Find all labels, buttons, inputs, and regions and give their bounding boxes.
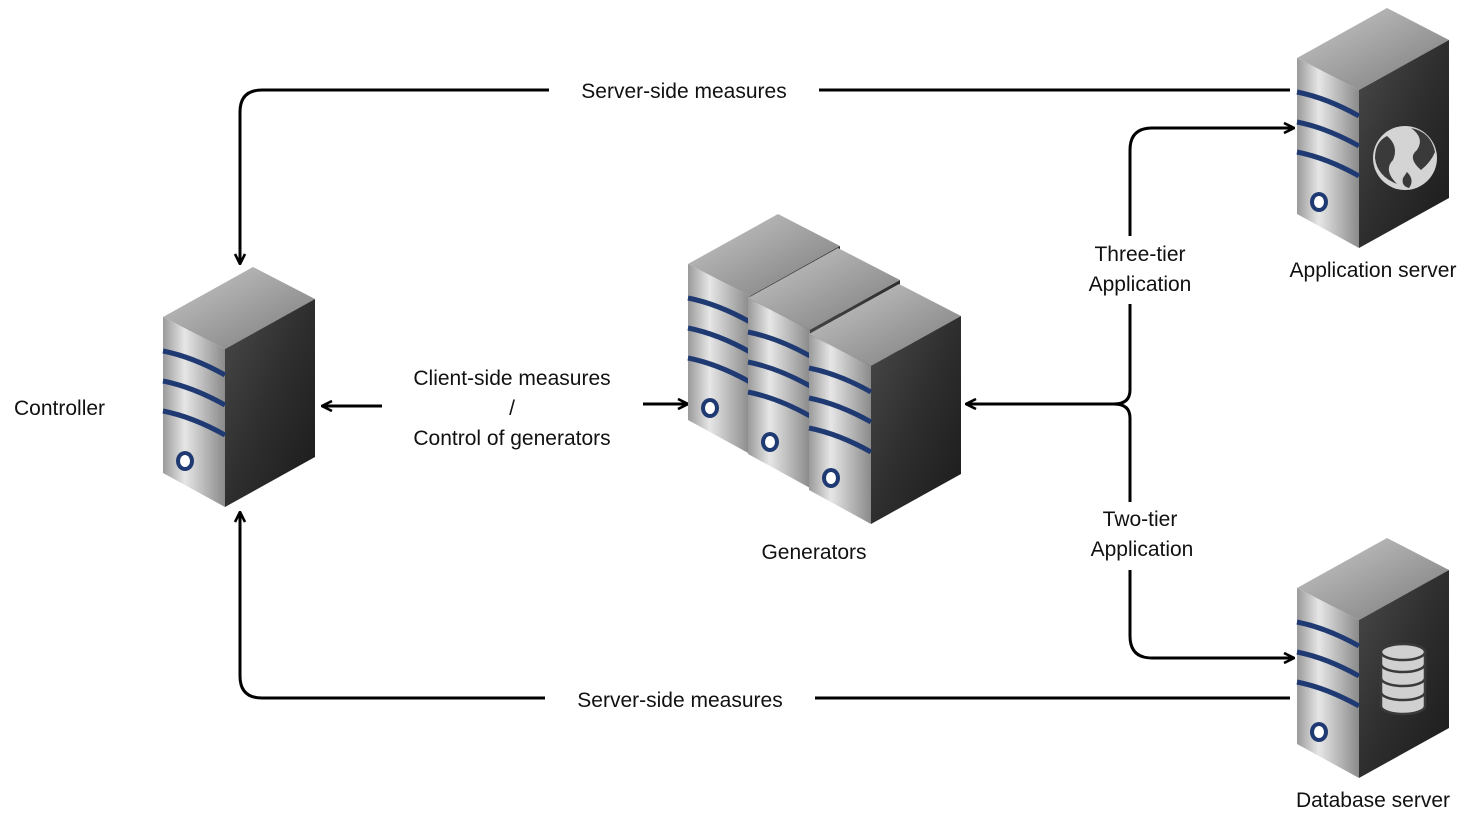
client-side-label-line1: Client-side measures (413, 367, 611, 390)
connectors (240, 88, 1294, 700)
three-tier-label-line2: Application (1088, 273, 1192, 296)
controller-label: Controller (14, 397, 106, 420)
two-tier-arrow (1113, 402, 1294, 658)
controller-server-icon (163, 267, 315, 507)
bottom-server-side-label: Server-side measures (577, 689, 783, 712)
database-server-icon (1297, 538, 1449, 778)
database-icon (1379, 642, 1427, 716)
globe-icon (1373, 126, 1437, 190)
two-tier-label-line1: Two-tier (1102, 508, 1178, 531)
database-server-label: Database server (1295, 789, 1451, 812)
generators-label: Generators (761, 541, 867, 564)
client-side-label-line3: Control of generators (413, 427, 611, 450)
bottom-server-side-arrow (240, 512, 1290, 700)
client-side-label-line2: / (509, 397, 515, 420)
two-tier-label-line2: Application (1090, 538, 1194, 561)
top-server-side-label: Server-side measures (581, 80, 787, 103)
generators-server-icon (688, 214, 961, 524)
application-server-label: Application server (1289, 259, 1457, 282)
application-server-icon (1297, 8, 1449, 248)
top-server-side-arrow (240, 88, 1290, 264)
three-tier-label-line1: Three-tier (1094, 243, 1186, 266)
